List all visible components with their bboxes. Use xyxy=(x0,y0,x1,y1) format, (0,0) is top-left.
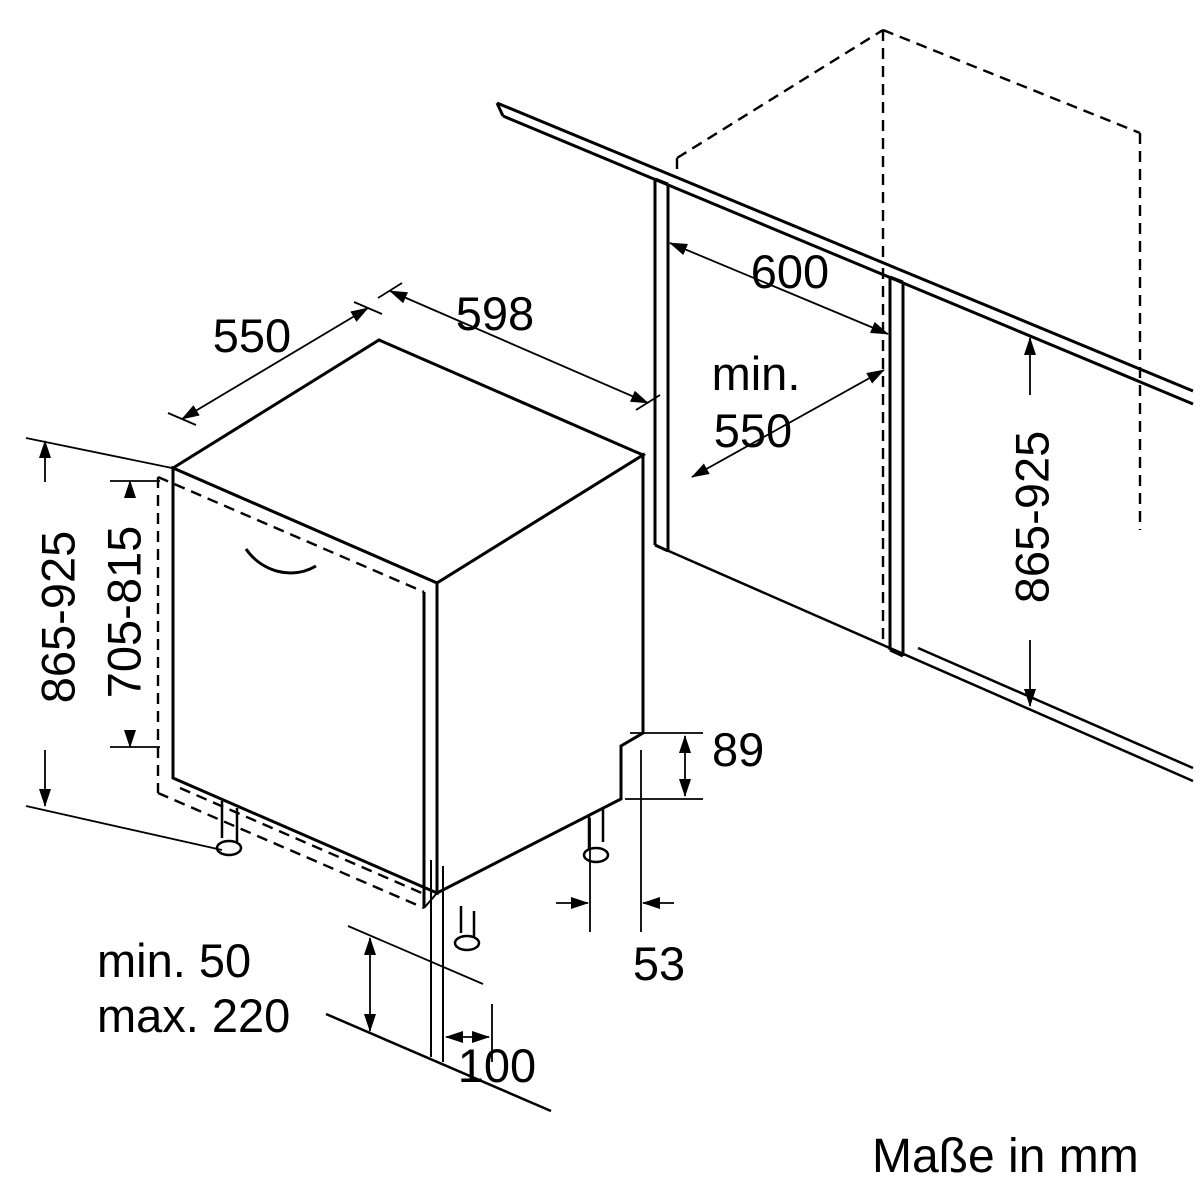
dimension-recess-depth: 53 xyxy=(556,750,685,990)
label-niche-height: 865-925 xyxy=(1006,431,1059,604)
floor-line xyxy=(654,543,1194,783)
units-caption: Maße in mm xyxy=(872,1130,1139,1183)
floor-line-2 xyxy=(917,646,1194,770)
floor-line-front xyxy=(325,1012,552,1113)
dimension-plinth-height: min. 50 max. 220 xyxy=(97,934,376,1042)
dimension-recess-height: 89 xyxy=(625,723,764,800)
worktop-bottom-edge xyxy=(502,114,1194,406)
label-niche-width: 600 xyxy=(751,245,829,298)
dimension-foot-offset: 100 xyxy=(445,1004,536,1092)
dimension-width: 598 xyxy=(377,282,661,411)
label-width: 598 xyxy=(456,287,534,340)
label-plinth-min: min. 50 xyxy=(97,934,251,987)
worktop-end-cap xyxy=(495,102,505,117)
dimension-door-panel-height: 705-815 xyxy=(98,480,160,748)
dimension-niche-depth: min. 550 xyxy=(691,347,885,478)
label-niche-depth-value: 550 xyxy=(714,404,792,457)
label-depth: 550 xyxy=(213,309,291,362)
label-foot-offset: 100 xyxy=(458,1039,536,1092)
door-handle xyxy=(244,548,317,575)
adjustable-foot-left xyxy=(215,801,243,857)
label-plinth-max: max. 220 xyxy=(97,989,290,1042)
dimension-appliance-height: 865-925 xyxy=(25,437,223,851)
niche-left-panel xyxy=(653,177,670,553)
dimensions: 550 598 600 min. 550 865-925 xyxy=(25,242,1059,1092)
underside-extension-line xyxy=(347,925,484,985)
dashed-cabinet-box xyxy=(675,28,1142,642)
dimension-niche-height: 865-925 xyxy=(1006,337,1059,707)
adjustable-foot-front xyxy=(453,906,481,952)
label-appliance-height: 865-925 xyxy=(32,531,85,704)
kitchen-niche xyxy=(495,28,1194,783)
label-door-panel-height: 705-815 xyxy=(98,526,151,699)
worktop-top-edge xyxy=(496,101,1194,393)
dimension-niche-width: 600 xyxy=(669,242,889,335)
niche-right-panel xyxy=(888,275,905,658)
label-recess-depth: 53 xyxy=(633,937,685,990)
dimension-depth: 550 xyxy=(167,301,383,426)
label-niche-depth-min: min. xyxy=(712,347,801,400)
dishwasher xyxy=(156,338,647,1113)
furniture-door-dashed-outline xyxy=(156,475,425,910)
label-recess-height: 89 xyxy=(712,723,764,776)
